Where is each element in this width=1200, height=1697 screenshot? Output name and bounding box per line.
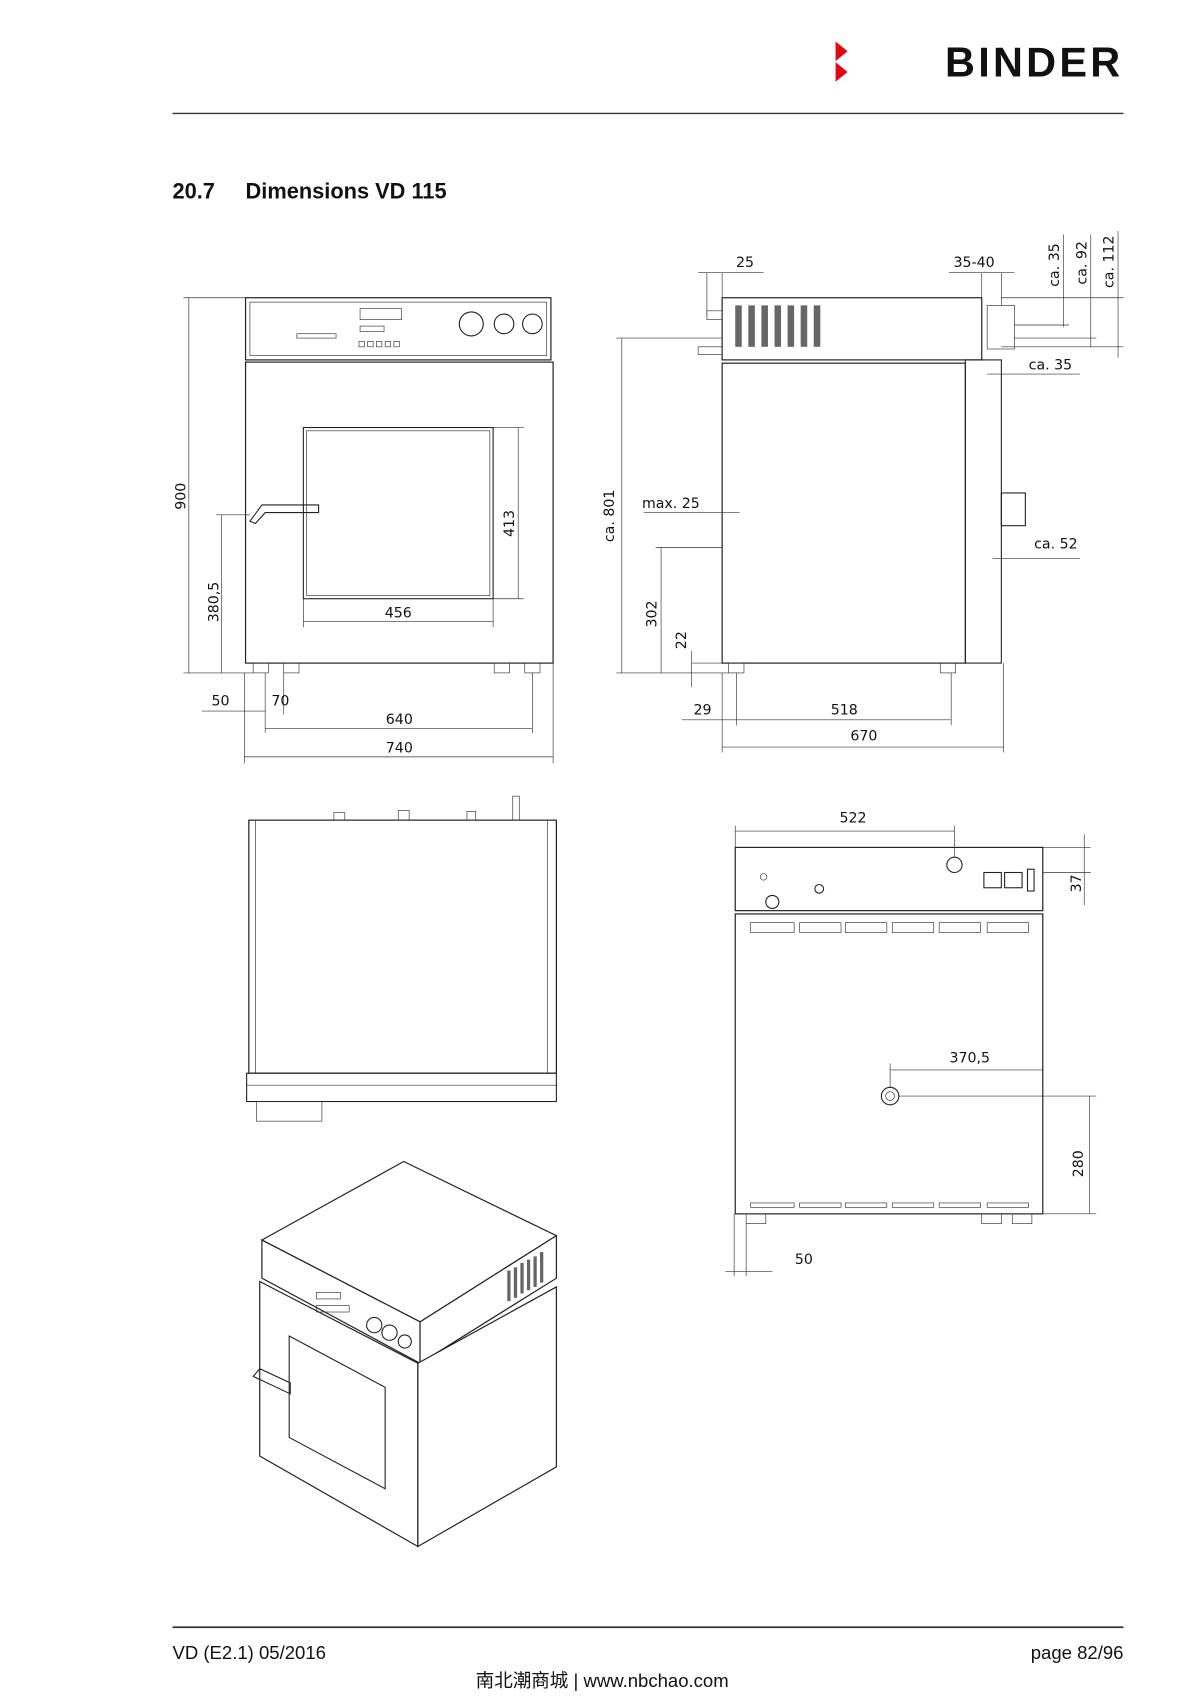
rear-view: 522 37 370,5 280 50 [725, 810, 1097, 1277]
footer-watermark[interactable]: 南北潮商城 | www.nbchao.com [476, 1670, 729, 1691]
dim-rear-max: max. 25 [642, 496, 700, 512]
side-view: 25 35-40 ca. 35 ca. 92 ca. 112 ca. 35 ca… [602, 231, 1124, 753]
dim-handle-height: 380,5 [206, 582, 222, 623]
dim-connection-height: 302 [645, 601, 661, 628]
dim-depth: 670 [850, 729, 877, 745]
dim-foot-offset: 50 [211, 694, 229, 710]
logo-red-arrow-bottom [835, 62, 848, 82]
front-view: 900 380,5 413 456 50 70 640 740 [174, 297, 554, 764]
dim-door-offset: ca. 35 [1029, 358, 1072, 374]
dim-port-height: 280 [1071, 1150, 1087, 1177]
dim-top-b: ca. 92 [1074, 241, 1090, 284]
dim-window-width: 456 [385, 605, 412, 621]
dim-side-foot-spacing: 518 [831, 702, 858, 718]
dim-connection-width: 522 [840, 810, 867, 826]
dim-foot-width: 70 [271, 694, 289, 710]
dim-rear-foot-offset: 50 [795, 1252, 813, 1268]
dim-rear-connection-height: 37 [1069, 874, 1085, 892]
dim-door-depth: 35-40 [954, 255, 995, 271]
dim-window-height: 413 [502, 510, 518, 537]
binder-logo: BINDER [835, 38, 1123, 85]
door-handle [249, 504, 320, 525]
dim-top-c: ca. 112 [1102, 236, 1118, 288]
dim-handle-depth: ca. 52 [1034, 537, 1077, 553]
isometric-view [252, 1160, 558, 1548]
section-number: 20.7 [172, 178, 214, 203]
dim-port-offset: 370,5 [949, 1050, 990, 1066]
dim-foot-spacing: 640 [386, 712, 413, 728]
dim-rear-connection: 25 [736, 255, 754, 271]
logo-text: BINDER [945, 38, 1123, 85]
dim-side-foot-offset: 29 [694, 702, 712, 718]
top-view [246, 795, 557, 1122]
section-title: Dimensions VD 115 [246, 178, 447, 203]
footer-doc-id: VD (E2.1) 05/2016 [172, 1642, 326, 1663]
dim-width: 740 [386, 741, 413, 757]
dim-foot-height: 22 [674, 631, 690, 649]
footer-page-number: page 82/96 [1031, 1642, 1124, 1663]
dim-side-height: ca. 801 [602, 490, 618, 542]
dim-top-a: ca. 35 [1047, 243, 1063, 286]
logo-red-arrow-top [835, 41, 848, 62]
dim-height: 900 [174, 483, 190, 510]
